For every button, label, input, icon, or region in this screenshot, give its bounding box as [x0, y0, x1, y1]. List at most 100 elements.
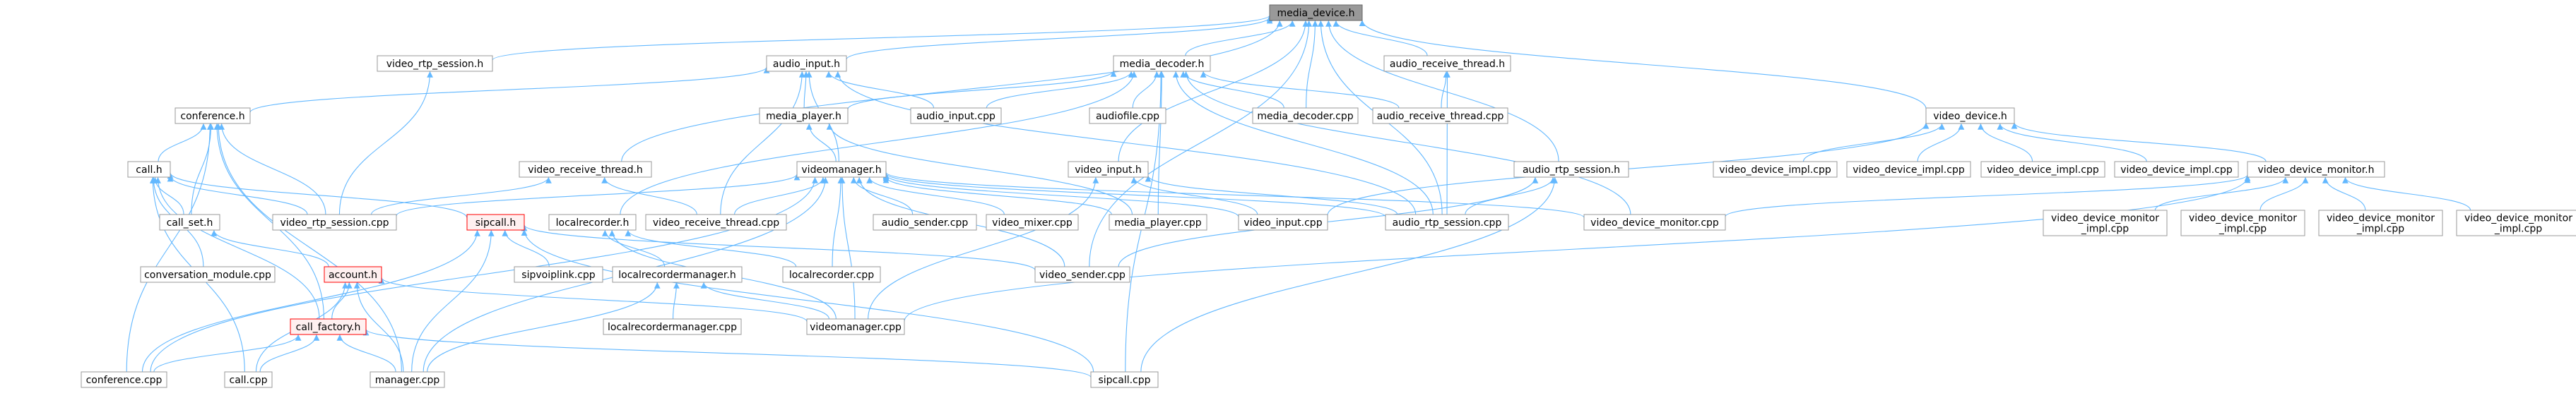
- node-conversation-module-cpp[interactable]: conversation_module.cpp: [140, 266, 276, 283]
- edge-media_decoder_h-to-video_device_monitor_cpp: [1183, 71, 1631, 215]
- node-audio-sender-cpp[interactable]: audio_sender.cpp: [873, 214, 977, 231]
- node-label: localrecorder.cpp: [789, 270, 874, 281]
- node-localrecordermanager-cpp[interactable]: localrecordermanager.cpp: [603, 318, 742, 335]
- node-call-h[interactable]: call.h: [127, 161, 171, 178]
- node-box: [272, 214, 397, 231]
- node-localrecorder-cpp[interactable]: localrecorder.cpp: [782, 266, 881, 283]
- node-video-receive-thread-cpp[interactable]: video_receive_thread.cpp: [645, 214, 787, 231]
- node-call-factory-h[interactable]: call_factory.h: [290, 318, 367, 335]
- node-sipcall-h[interactable]: sipcall.h: [466, 214, 525, 231]
- node-sipvoiplink-cpp[interactable]: sipvoiplink.cpp: [514, 266, 603, 283]
- node-call-set-h[interactable]: call_set.h: [159, 214, 220, 231]
- node-box: [1925, 107, 2015, 124]
- node-label: video_device_monitor: [2051, 213, 2159, 224]
- node-media-player-h[interactable]: media_player.h: [759, 107, 849, 124]
- edge-sipcall_h-to-sipvoiplink_cpp: [502, 229, 550, 267]
- node-label: video_mixer.cpp: [992, 217, 1073, 229]
- node-video-device-monitor-cpp[interactable]: video_device_monitor.cpp: [1583, 214, 1726, 231]
- edge-video_device_h-to-video_device_impl_cpp_1: [1802, 123, 1945, 162]
- edge-media_device_h-to-video_device_h: [1359, 20, 1927, 109]
- node-audio-rtp-session-h[interactable]: audio_rtp_session.h: [1513, 161, 1629, 178]
- node-conference-cpp[interactable]: conference.cpp: [81, 371, 167, 388]
- node-vdm-impl-cpp-2[interactable]: video_device_monitor_impl.cpp: [2180, 210, 2305, 236]
- node-box: [1713, 161, 1838, 178]
- node-box: [175, 107, 251, 124]
- node-media-decoder-h[interactable]: media_decoder.h: [1113, 55, 1211, 72]
- edge-localrecordermanager_h-to-localrecordermanager_cpp: [672, 282, 680, 320]
- node-audio-receive-thread-h[interactable]: audio_receive_thread.h: [1383, 55, 1511, 72]
- node-video-input-cpp[interactable]: video_input.cpp: [1238, 214, 1328, 231]
- node-box: [548, 214, 637, 231]
- node-vdm-impl-cpp-1[interactable]: video_device_monitor_impl.cpp: [2043, 210, 2168, 236]
- node-label: video_rtp_session.h: [386, 59, 484, 70]
- node-video-receive-thread-h[interactable]: video_receive_thread.h: [519, 161, 652, 178]
- node-label: call.h: [136, 164, 162, 176]
- node-video-rtp-session-cpp[interactable]: video_rtp_session.cpp: [272, 214, 397, 231]
- node-audio-input-h[interactable]: audio_input.h: [766, 55, 847, 72]
- node-localrecordermanager-h[interactable]: localrecordermanager.h: [612, 266, 743, 283]
- node-localrecorder-h[interactable]: localrecorder.h: [548, 214, 637, 231]
- node-audiofile-cpp[interactable]: audiofile.cpp: [1089, 107, 1166, 124]
- node-call-cpp[interactable]: call.cpp: [224, 371, 273, 388]
- node-media-device-h[interactable]: media_device.h: [1269, 4, 1363, 21]
- node-label: video_device_monitor: [2464, 213, 2572, 224]
- node-video-input-h[interactable]: video_input.h: [1068, 161, 1149, 178]
- node-video-device-h[interactable]: video_device.h: [1925, 107, 2015, 124]
- edge-account_h-to-videomanager_cpp: [378, 277, 808, 322]
- edge-video_input_h-to-videomanager_cpp: [868, 176, 1099, 320]
- node-vdm-impl-cpp-3[interactable]: video_device_monitor_impl.cpp: [2318, 210, 2443, 236]
- node-account-h[interactable]: account.h: [324, 266, 382, 283]
- node-video-device-impl-cpp-3[interactable]: video_device_impl.cpp: [1980, 161, 2105, 178]
- node-label: video_device_monitor.cpp: [1590, 217, 1719, 229]
- node-box: [466, 214, 525, 231]
- edge-audio_input_h-to-audio_input_cpp: [825, 71, 935, 109]
- node-video-device-monitor-h[interactable]: video_device_monitor.h: [2247, 161, 2385, 178]
- node-box: [1583, 214, 1726, 231]
- node-box: [603, 318, 742, 335]
- edge-media_decoder_h-to-audio_rtp_session_cpp: [1172, 71, 1434, 215]
- node-video-device-impl-cpp-4[interactable]: video_device_impl.cpp: [2114, 161, 2239, 178]
- node-vdm-impl-cpp-4[interactable]: video_device_monitor_impl.cpp: [2456, 210, 2576, 236]
- edge-videomanager_h-to-media_player_cpp: [882, 176, 1112, 215]
- node-video-rtp-session-h[interactable]: video_rtp_session.h: [377, 55, 493, 72]
- node-box: [1372, 107, 1508, 124]
- node-label: call.cpp: [230, 375, 268, 386]
- edge-audio_rtp_session_h-to-sipcall_cpp: [1140, 176, 1559, 373]
- node-box: [1238, 214, 1328, 231]
- node-box: [1385, 214, 1509, 231]
- node-manager-cpp[interactable]: manager.cpp: [370, 371, 445, 388]
- node-media-decoder-cpp[interactable]: media_decoder.cpp: [1252, 107, 1359, 124]
- node-audio-input-cpp[interactable]: audio_input.cpp: [910, 107, 1002, 124]
- node-box: [2043, 210, 2168, 236]
- edge-videomanager_h-to-video_receive_thread_cpp: [733, 176, 827, 215]
- edge-videomanager_h-to-video_device_monitor_cpp: [882, 171, 1585, 218]
- node-video-device-impl-cpp-2[interactable]: video_device_impl.cpp: [1846, 161, 1971, 178]
- node-audio-receive-thread-cpp[interactable]: audio_receive_thread.cpp: [1372, 107, 1508, 124]
- edge-localrecorder_h-to-localrecorder_cpp: [625, 229, 797, 267]
- node-video-mixer-cpp[interactable]: video_mixer.cpp: [986, 214, 1079, 231]
- node-box: [2456, 210, 2576, 236]
- node-box: [986, 214, 1079, 231]
- node-video-device-impl-cpp-1[interactable]: video_device_impl.cpp: [1713, 161, 1838, 178]
- node-videomanager-cpp[interactable]: videomanager.cpp: [806, 318, 905, 335]
- edge-media_decoder_h-to-audiofile_cpp: [1132, 71, 1160, 109]
- node-label: video_rtp_session.cpp: [280, 217, 389, 229]
- edge-videomanager_h-to-video_input_cpp: [882, 174, 1239, 217]
- node-box: [224, 371, 273, 388]
- edge-media_decoder_h-to-audio_receive_thread_cpp: [1200, 71, 1400, 109]
- edge-audio_input_h-to-media_player_h: [803, 71, 810, 109]
- node-audio-rtp-session-cpp[interactable]: audio_rtp_session.cpp: [1385, 214, 1509, 231]
- node-box: [2318, 210, 2443, 236]
- node-label: videomanager.cpp: [810, 322, 902, 333]
- node-label: audio_input.h: [773, 59, 840, 70]
- node-media-player-cpp[interactable]: media_player.cpp: [1109, 214, 1207, 231]
- node-sipcall-cpp[interactable]: sipcall.cpp: [1090, 371, 1159, 388]
- node-conference-h[interactable]: conference.h: [175, 107, 251, 124]
- edge-account_h-to-manager_cpp: [353, 282, 404, 373]
- node-video-sender-cpp[interactable]: video_sender.cpp: [1034, 266, 1130, 283]
- node-box: [766, 55, 847, 72]
- node-label: audio_sender.cpp: [882, 217, 969, 229]
- node-videomanager-h[interactable]: videomanager.h: [796, 161, 887, 178]
- node-box: [873, 214, 977, 231]
- edge-media_device_h-to-media_decoder_cpp: [1306, 20, 1318, 109]
